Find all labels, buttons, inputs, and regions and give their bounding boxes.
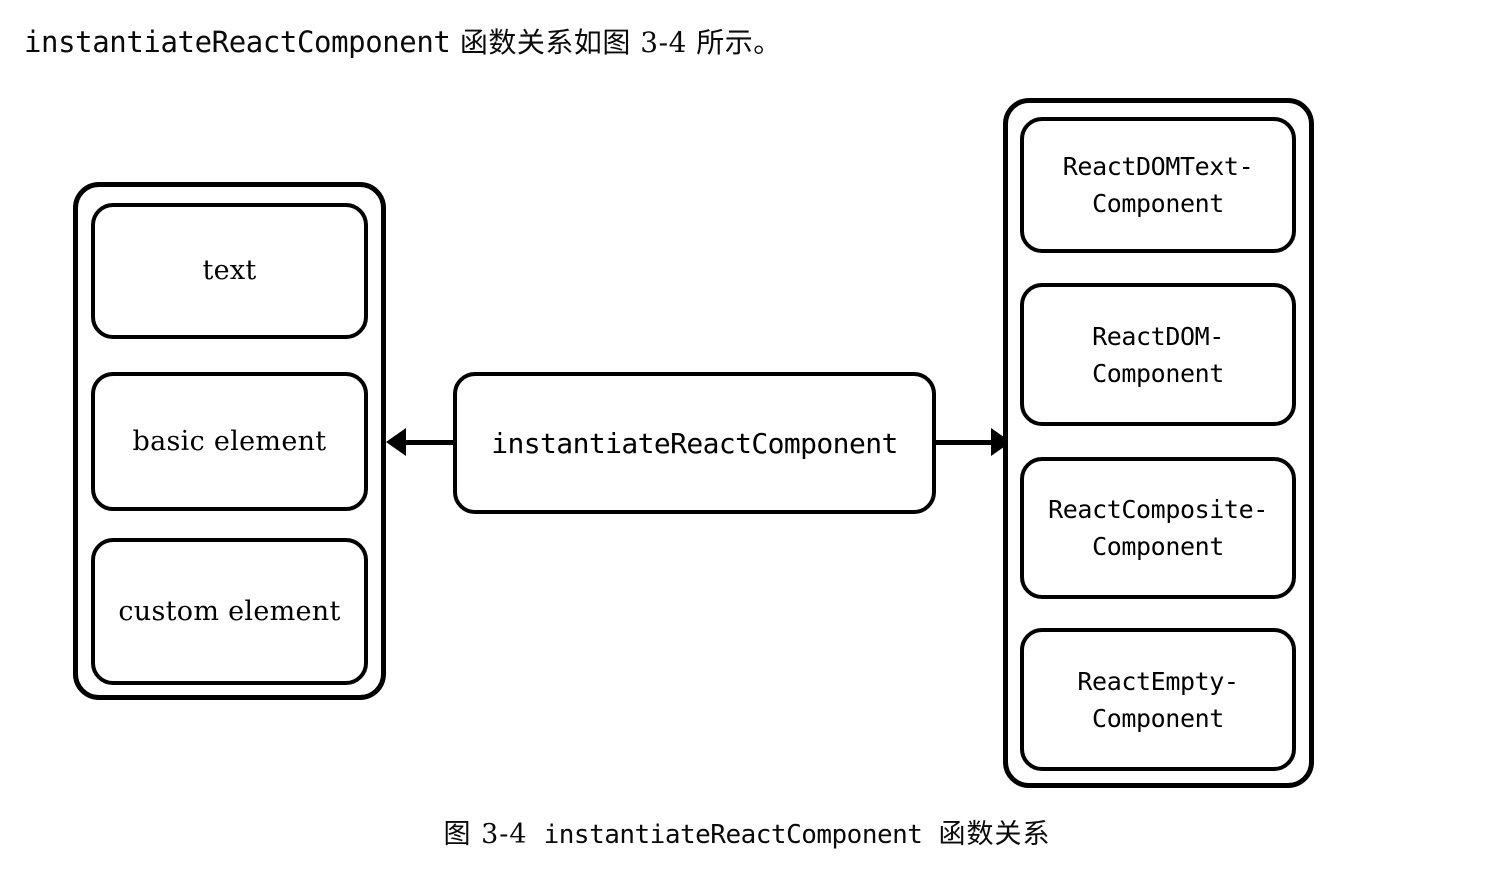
arrow-to-right-group-shaft (936, 440, 993, 445)
figure-caption: 图 3-4 instantiateReactComponent 函数关系 (0, 815, 1494, 855)
right-item-react-empty-component-line2: Component (1092, 703, 1224, 733)
arrow-to-left-group-head-icon (386, 428, 406, 456)
right-item-react-dom-component-line2: Component (1092, 358, 1224, 388)
left-item-text: text (91, 203, 368, 339)
intro-code-term: instantiateReactComponent (24, 25, 451, 59)
right-item-react-dom-text-component-line2: Component (1092, 189, 1224, 218)
right-item-react-dom-component-line1: ReactDOM- (1092, 321, 1224, 351)
intro-paragraph: instantiateReactComponent 函数关系如图 3-4 所示。 (24, 22, 782, 63)
figure-caption-suffix: 函数关系 (938, 819, 1051, 850)
right-item-react-dom-text-component-line1: ReactDOMText- (1062, 152, 1254, 181)
left-item-basic-element-label: basic element (132, 425, 327, 457)
right-item-react-composite-component-line1: ReactComposite- (1048, 495, 1268, 524)
left-item-custom-element-label: custom element (118, 595, 341, 627)
center-node-label: instantiateReactComponent (491, 426, 898, 460)
figure-caption-number: 图 3-4 (443, 819, 528, 850)
arrow-to-left-group-shaft (396, 440, 455, 445)
right-item-react-composite-component-line2: Component (1092, 532, 1224, 561)
right-item-react-empty-component-line1: ReactEmpty- (1077, 666, 1239, 696)
center-node-instantiate-react-component: instantiateReactComponent (453, 372, 936, 514)
left-item-text-label: text (202, 255, 257, 286)
left-item-custom-element: custom element (91, 538, 368, 685)
right-item-react-composite-component: ReactComposite- Component (1020, 457, 1296, 599)
figure-3-4-diagram: text basic element custom element instan… (73, 98, 1314, 788)
right-item-react-dom-component: ReactDOM- Component (1020, 283, 1296, 426)
figure-caption-code-term: instantiateReactComponent (543, 820, 923, 850)
right-item-react-empty-component: ReactEmpty- Component (1020, 628, 1296, 771)
left-item-basic-element: basic element (91, 372, 368, 511)
intro-cjk-text: 函数关系如图 3-4 所示。 (450, 26, 782, 59)
right-item-react-dom-text-component: ReactDOMText- Component (1020, 117, 1296, 253)
